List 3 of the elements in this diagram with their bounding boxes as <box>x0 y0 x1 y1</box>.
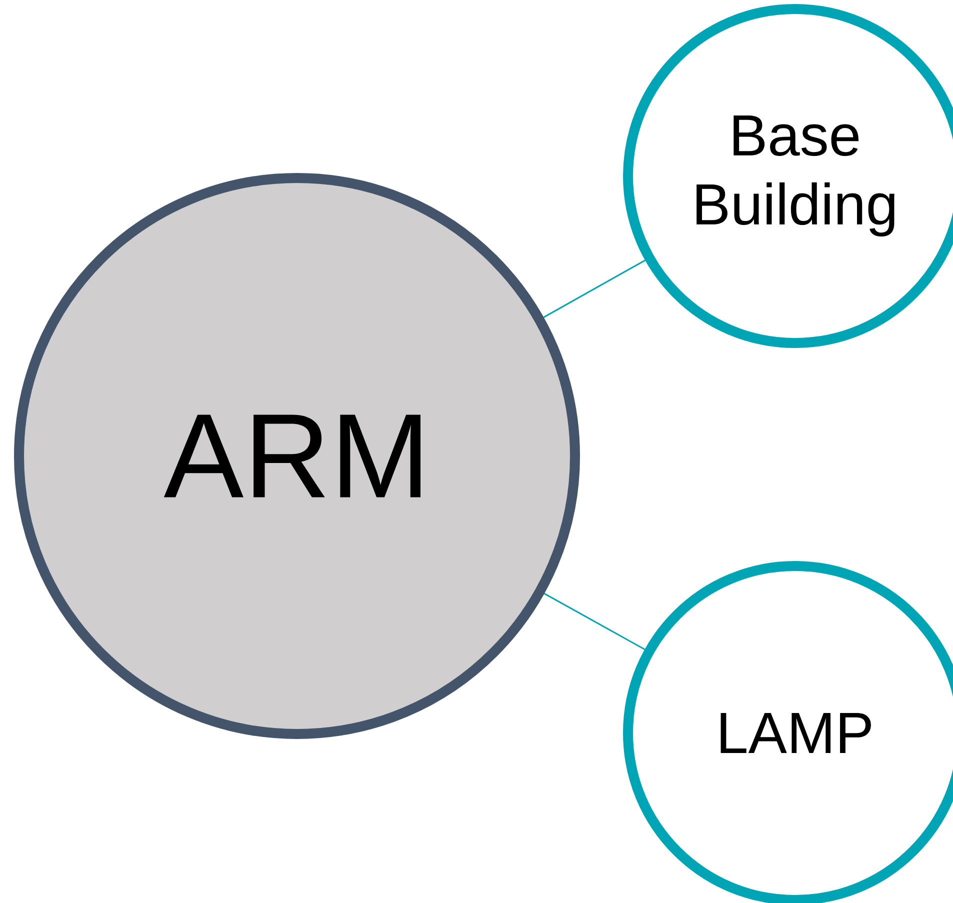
connector-line <box>543 260 646 318</box>
connector-line <box>544 592 646 650</box>
circle-node: ARM <box>14 173 580 739</box>
